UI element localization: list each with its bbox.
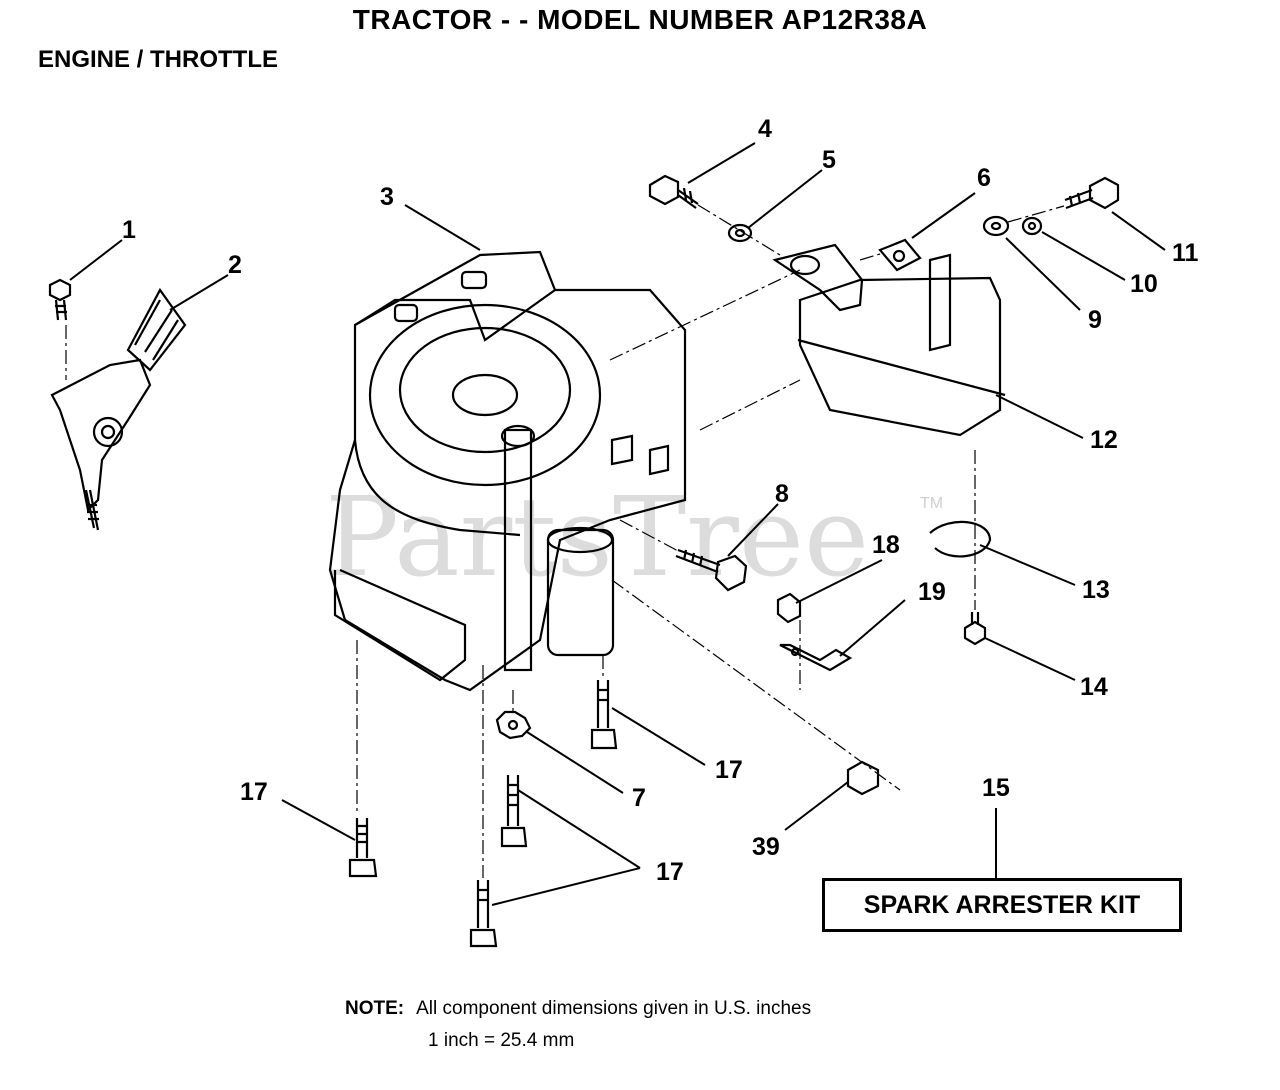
callout-1: 1 <box>122 216 136 244</box>
bolt-part-11[interactable] <box>1064 176 1120 210</box>
callout-10: 10 <box>1130 270 1158 298</box>
bolt-part-17-d[interactable] <box>469 880 498 948</box>
nut-part-18[interactable] <box>776 592 802 624</box>
callout-2: 2 <box>228 251 242 279</box>
washer-part-7[interactable] <box>495 710 532 740</box>
engine-part[interactable] <box>328 250 687 692</box>
callout-17-bottom: 17 <box>656 858 684 886</box>
note-prefix: NOTE: <box>345 998 405 1019</box>
bolt-part-4[interactable] <box>648 174 699 209</box>
bolt-part-1[interactable] <box>48 278 72 321</box>
washer-part-9[interactable] <box>982 215 1010 237</box>
note-line-2: 1 inch = 25.4 mm <box>428 1030 575 1051</box>
bolt-part-17-b[interactable] <box>590 680 618 750</box>
washer-part-10[interactable] <box>1021 216 1043 236</box>
muffler-part[interactable] <box>772 243 1006 437</box>
callout-11: 11 <box>1172 239 1199 267</box>
callout-7: 7 <box>632 784 646 812</box>
callout-8: 8 <box>775 480 789 508</box>
callout-39: 39 <box>752 833 780 861</box>
callout-19: 19 <box>918 578 946 606</box>
section-title: ENGINE / THROTTLE <box>38 46 278 73</box>
note-text: All component dimensions given in U.S. i… <box>416 998 812 1019</box>
note-line-1: NOTE: All component dimensions given in U… <box>345 998 811 1020</box>
bracket-part-19[interactable] <box>779 643 853 672</box>
callout-9: 9 <box>1088 306 1102 334</box>
callout-14: 14 <box>1080 673 1108 701</box>
callout-12: 12 <box>1090 426 1118 454</box>
watermark-tm: TM <box>920 495 943 512</box>
diagram-title: TRACTOR - - MODEL NUMBER AP12R38A <box>352 4 928 35</box>
callout-6: 6 <box>977 164 991 192</box>
callout-5: 5 <box>822 146 836 174</box>
callout-17-right: 17 <box>715 756 743 784</box>
clamp-part-13[interactable] <box>929 520 992 558</box>
screw-part-14[interactable] <box>963 612 987 646</box>
gasket-part-6[interactable] <box>878 238 922 272</box>
bolt-part-8[interactable] <box>675 548 748 592</box>
spark-arrester-kit-label: SPARK ARRESTER KIT <box>822 878 1182 932</box>
bolt-part-17-c[interactable] <box>500 775 528 848</box>
nut-part-39[interactable] <box>846 760 880 796</box>
callout-17-left: 17 <box>240 778 268 806</box>
throttle-bracket-part[interactable] <box>50 287 187 531</box>
callout-3: 3 <box>380 183 394 211</box>
watermark-text: PartsTree <box>325 473 869 601</box>
callout-15: 15 <box>982 774 1010 802</box>
callout-18: 18 <box>872 531 900 559</box>
bolt-part-17-a[interactable] <box>348 818 378 878</box>
callout-13: 13 <box>1082 576 1110 604</box>
callout-4: 4 <box>758 115 772 143</box>
